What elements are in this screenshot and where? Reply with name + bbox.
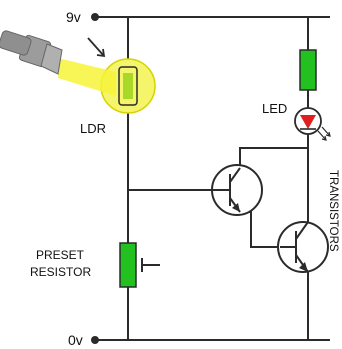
light-beam xyxy=(58,58,116,96)
led-resistor xyxy=(299,49,317,91)
led-icon xyxy=(294,107,331,141)
terminal-0v xyxy=(91,336,99,344)
torch-icon xyxy=(0,30,63,75)
label-preset-line1: PRESET xyxy=(36,248,85,262)
light-arrow-icon xyxy=(87,37,106,58)
label-transistors: TRANSISTORS xyxy=(327,170,339,252)
resistor-icon xyxy=(119,242,143,288)
label-led: LED xyxy=(262,101,287,116)
label-0v: 0v xyxy=(68,332,83,348)
left-branch-wires xyxy=(127,17,210,340)
terminal-9v xyxy=(91,13,99,21)
supply-rails xyxy=(95,16,330,341)
transistor-icon xyxy=(277,221,329,273)
label-preset-line2: RESISTOR xyxy=(30,265,91,279)
label-9v: 9v xyxy=(66,9,81,25)
transistor-icon xyxy=(210,164,263,216)
label-ldr: LDR xyxy=(80,121,106,136)
